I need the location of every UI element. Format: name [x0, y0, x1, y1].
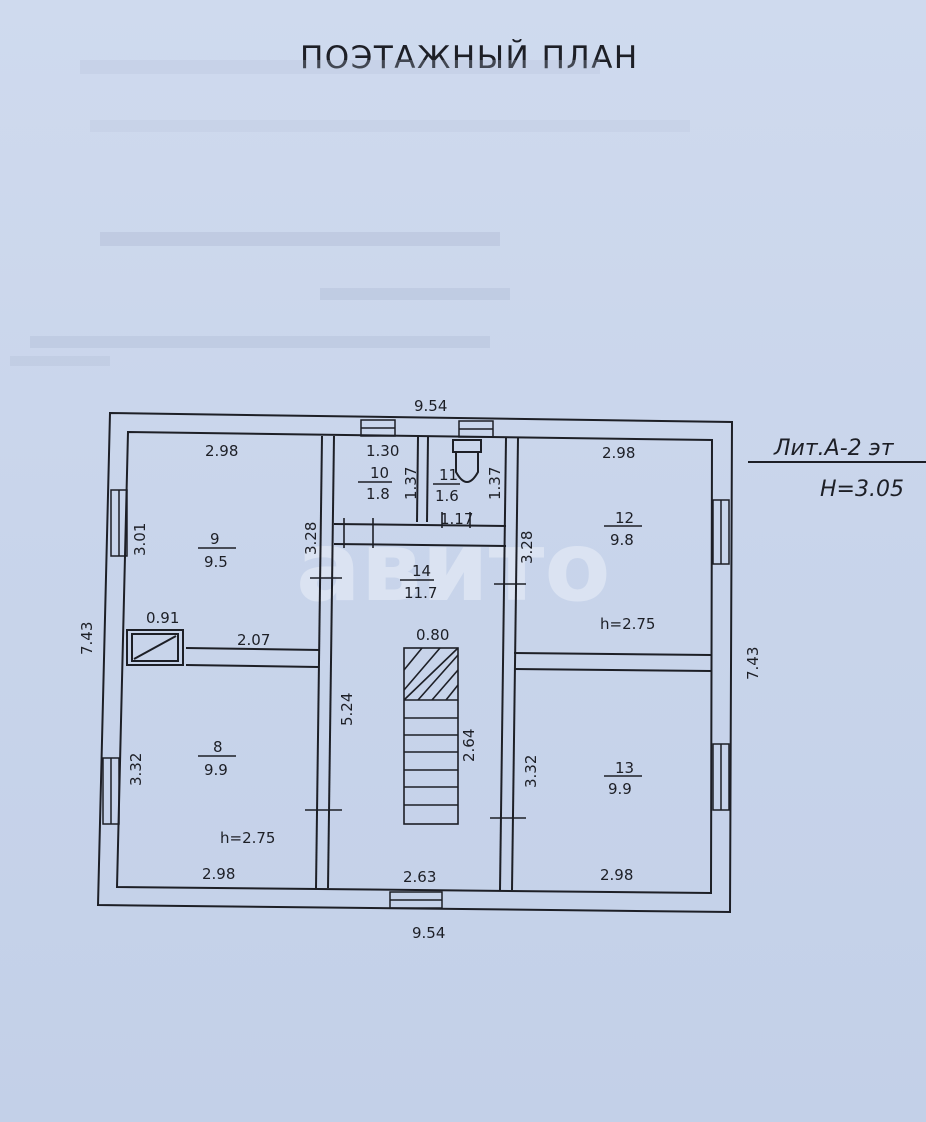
staircase — [403, 647, 459, 825]
dim-room10-height: 1.37 — [402, 467, 420, 500]
dim-room11-width: 1.17 — [440, 510, 473, 528]
page-title: ПОЭТАЖНЫЙ ПЛАН — [300, 40, 639, 76]
dim-room9-height: 3.01 — [131, 523, 149, 556]
dim-right: 7.43 — [744, 647, 762, 680]
room11-area: 1.6 — [435, 487, 459, 505]
dim-corridor-width: 2.63 — [403, 868, 436, 886]
window-top-center — [360, 419, 396, 437]
dim-corridor-right-upper: 3.28 — [518, 531, 536, 564]
dim-stair-length: 2.64 — [460, 729, 478, 762]
room9-number: 9 — [210, 530, 220, 548]
room11-number: 11 — [439, 466, 458, 484]
room8-area: 9.9 — [204, 761, 228, 779]
dim-bottom: 9.54 — [412, 924, 445, 942]
watermark: авито — [296, 511, 610, 623]
room13-area: 9.9 — [608, 780, 632, 798]
window-bottom-center — [389, 891, 443, 909]
room12-number: 12 — [615, 509, 634, 527]
dim-room13-width: 2.98 — [600, 866, 633, 884]
dim-closet-wall: 2.07 — [237, 631, 270, 649]
dim-closet-width: 0.91 — [146, 609, 179, 627]
dim-room8-width: 2.98 — [202, 865, 235, 883]
faint-background-text — [10, 60, 690, 366]
room14-number: 14 — [412, 562, 431, 580]
outer-wall-outer — [96, 411, 734, 914]
window-right-upper — [712, 499, 730, 565]
dim-corridor-left-upper: 3.28 — [302, 522, 320, 555]
room14-area: 11.7 — [404, 584, 437, 602]
lit-label: Лит.А-2 эт — [773, 436, 895, 461]
window-top-right — [458, 420, 494, 438]
window-right-lower — [712, 743, 730, 811]
dim-room10-width: 1.30 — [366, 442, 399, 460]
room12-area: 9.8 — [610, 531, 634, 549]
window-left-upper — [110, 489, 128, 557]
dim-corridor-right-lower: 3.32 — [522, 755, 540, 788]
dim-top: 9.54 — [414, 397, 447, 415]
dim-room8-height: 3.32 — [127, 753, 145, 786]
room8-number: 8 — [213, 738, 223, 756]
lit-height: H=3.05 — [820, 477, 904, 502]
ceiling-height-left: h=2.75 — [220, 829, 275, 847]
toilet-icon — [452, 439, 482, 483]
dim-room12-width: 2.98 — [602, 444, 635, 462]
room10-area: 1.8 — [366, 485, 390, 503]
room10-number: 10 — [370, 464, 389, 482]
dim-corridor-left-lower: 5.24 — [338, 693, 356, 726]
dim-room9-width: 2.98 — [205, 442, 238, 460]
dim-stair-width: 0.80 — [416, 626, 449, 644]
window-left-lower — [102, 757, 120, 825]
room9-area: 9.5 — [204, 553, 228, 571]
dim-left: 7.43 — [78, 622, 96, 655]
outer-wall-inner — [115, 430, 714, 895]
ceiling-height-right: h=2.75 — [600, 615, 655, 633]
dim-room11-height: 1.37 — [486, 467, 504, 500]
room13-number: 13 — [615, 759, 634, 777]
